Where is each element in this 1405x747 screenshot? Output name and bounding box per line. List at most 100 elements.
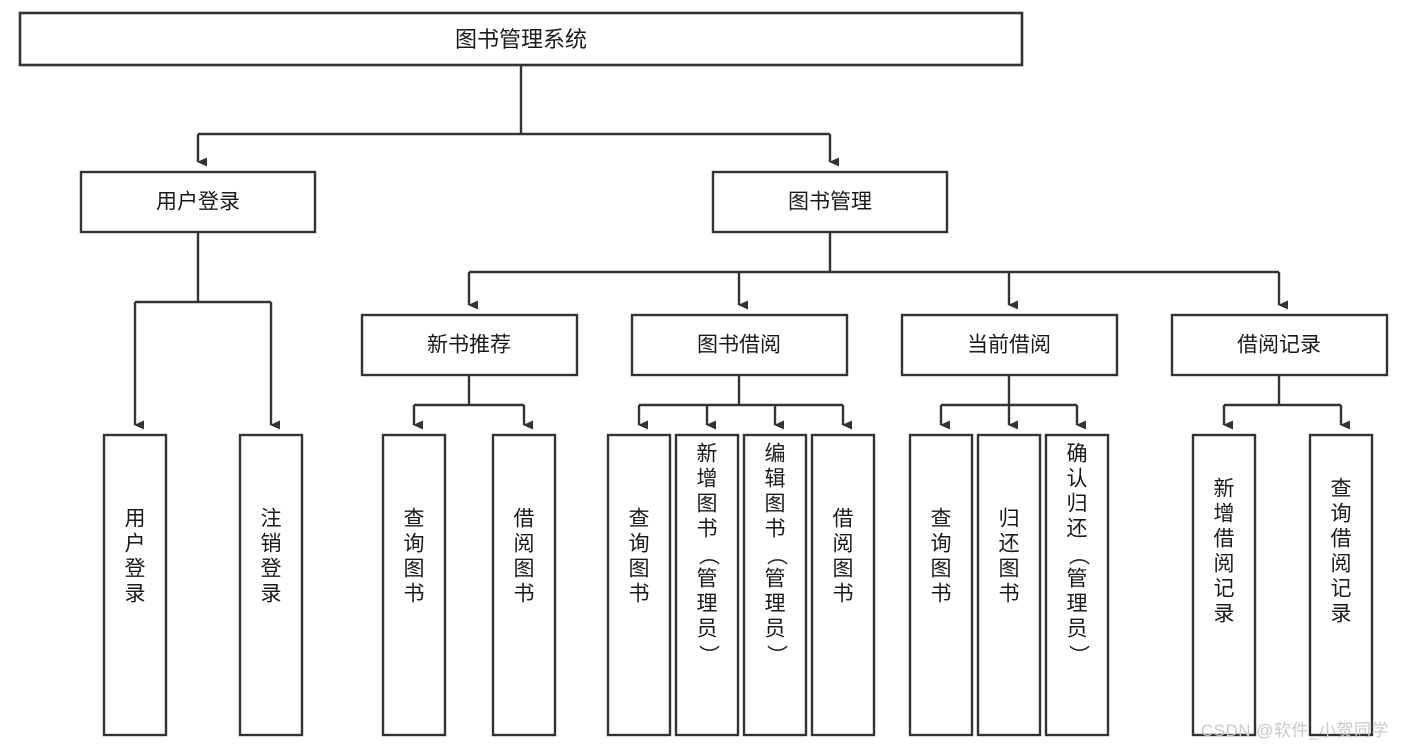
leaf-label-glyph: 借 [1214,528,1235,551]
leaf-label-glyph: 图 [999,558,1020,581]
leaf-label-glyph: 录 [261,583,282,606]
leaf-label-vertical: 用户登录 [125,508,146,606]
leaf-label-glyph: 书 [999,583,1020,606]
leaf-box[interactable] [1308,433,1374,737]
node-current-borrow-box[interactable] [900,313,1119,377]
node-borrow-record[interactable]: 借阅记录 [1170,313,1389,377]
node-borrow-record-label: 借阅记录 [1237,334,1321,357]
leaf-label-glyph: 图 [697,493,718,516]
leaf-label-glyph: 编 [765,443,786,466]
leaf-label-glyph: 认 [1067,468,1088,491]
leaf-label-glyph: 确 [1067,443,1088,466]
leaf-label-glyph: 查 [1331,478,1352,501]
leaf-node-user-login-login[interactable]: 用户登录 [102,433,168,737]
leaf-label-glyph: （ [764,545,787,566]
leaf-label-glyph: 阅 [514,533,535,556]
leaf-label-glyph: 新 [1214,478,1235,501]
node-new-book-recommend-box[interactable] [360,313,579,377]
leaf-label-glyph: 询 [404,533,425,556]
leaf-label-glyph: 图 [514,558,535,581]
node-new-book-recommend[interactable]: 新书推荐 [360,313,579,377]
leaf-box[interactable] [381,433,447,737]
leaf-label-glyph: 理 [697,593,718,616]
leaf-box[interactable] [491,433,557,737]
leaf-label-glyph: 记 [1331,578,1352,601]
leaf-label-glyph: 归 [1067,493,1088,516]
leaf-label-glyph: 销 [261,533,282,556]
leaf-label-glyph: 理 [765,593,786,616]
leaf-box[interactable] [238,433,304,737]
leaf-label-glyph: 注 [261,508,282,531]
leaf-label-glyph: 借 [514,508,535,531]
node-book-management-label: 图书管理 [788,191,872,214]
node-borrow-record-box[interactable] [1170,313,1389,377]
node-user-login[interactable]: 用户登录 [79,170,317,234]
leaf-label-glyph: 询 [1331,503,1352,526]
leaf-label-glyph: 查 [629,508,650,531]
leaf-label-glyph: 还 [999,533,1020,556]
leaf-label-glyph: （ [1066,545,1089,566]
node-book-management-box[interactable] [711,170,949,234]
node-current-borrow[interactable]: 当前借阅 [900,313,1119,377]
leaf-label-glyph: 询 [629,533,650,556]
leaf-label-glyph: 管 [1067,568,1088,591]
leaf-label-glyph: ） [764,645,787,666]
leaf-box[interactable] [102,433,168,737]
leaf-label-glyph: 员 [765,618,786,641]
leaf-box[interactable] [1191,433,1257,737]
leaf-label-glyph: 查 [404,508,425,531]
leaf-label-glyph: 阅 [1214,553,1235,576]
node-book-borrow-box[interactable] [630,313,849,377]
leaf-label-glyph: 新 [697,443,718,466]
leaf-label-glyph: 书 [514,583,535,606]
node-root-box[interactable] [18,11,1024,67]
leaf-label-glyph: 书 [629,583,650,606]
leaf-box[interactable] [908,433,974,737]
leaf-box[interactable] [1044,433,1110,737]
node-book-management[interactable]: 图书管理 [711,170,949,234]
leaf-label-glyph: 理 [1067,593,1088,616]
leaf-label-glyph: 户 [125,533,146,556]
node-user-login-box[interactable] [79,170,317,234]
leaf-label-glyph: 图 [765,493,786,516]
node-root-book-management-system[interactable]: 图书管理系统 [18,11,1024,67]
leaf-box[interactable] [742,433,808,737]
node-book-borrow[interactable]: 图书借阅 [630,313,849,377]
leaf-label-glyph: 记 [1214,578,1235,601]
leaf-label-glyph: 录 [125,583,146,606]
leaf-label-glyph: 书 [697,518,718,541]
leaf-label-glyph: 管 [765,568,786,591]
leaf-label-glyph: 增 [697,468,718,491]
leaf-box[interactable] [674,433,740,737]
leaf-box[interactable] [810,433,876,737]
leaf-box[interactable] [606,433,672,737]
leaf-label-glyph: 书 [833,583,854,606]
leaf-box[interactable] [976,433,1042,737]
leaf-label-glyph: 登 [261,558,282,581]
leaf-label-glyph: 员 [1067,618,1088,641]
node-book-borrow-label: 图书借阅 [697,334,781,357]
leaf-label-glyph: ） [1066,645,1089,666]
leaf-label-glyph: 阅 [833,533,854,556]
